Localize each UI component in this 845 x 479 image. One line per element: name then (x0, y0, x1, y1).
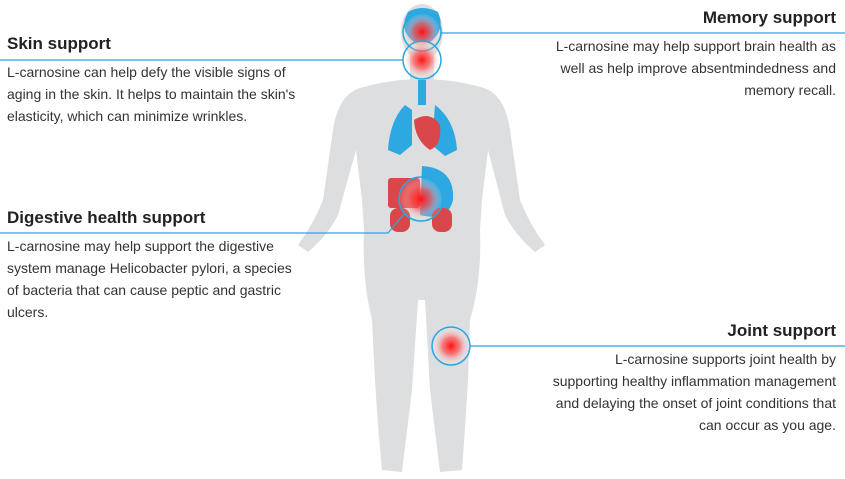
skin-section: Skin support L-carnosine can help defy t… (7, 33, 302, 127)
digestive-body: L-carnosine may help support the digesti… (7, 238, 292, 320)
digestive-hotspot (398, 176, 444, 222)
joint-body: L-carnosine supports joint health by sup… (552, 351, 836, 433)
joint-section: Joint support L-carnosine supports joint… (546, 320, 836, 436)
hotspots (398, 12, 471, 366)
digestive-section: Digestive health support L-carnosine may… (7, 207, 302, 323)
memory-body: L-carnosine may help support brain healt… (555, 38, 836, 98)
right-lung (432, 105, 457, 156)
connector-lines (0, 32, 845, 347)
skin-title: Skin support (7, 34, 111, 53)
trachea (418, 80, 426, 105)
memory-title: Memory support (702, 8, 836, 27)
left-lung (388, 105, 412, 155)
joint-hotspot (431, 326, 471, 366)
heart (414, 116, 441, 150)
skin-hotspot (402, 40, 442, 80)
digestive-title: Digestive health support (7, 208, 206, 227)
joint-title: Joint support (727, 321, 836, 340)
memory-section: Memory support L-carnosine may help supp… (546, 7, 836, 101)
skin-body: L-carnosine can help defy the visible si… (7, 64, 296, 124)
